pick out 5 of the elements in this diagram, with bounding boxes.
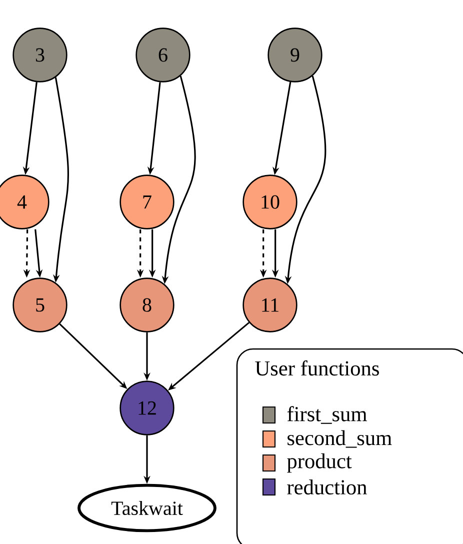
legend-label: second_sum	[288, 430, 392, 448]
legend-title: User functions	[255, 360, 379, 376]
legend-label: product	[287, 453, 352, 473]
legend-label: first_sum	[287, 406, 367, 424]
legend-label: reduction	[287, 480, 367, 494]
